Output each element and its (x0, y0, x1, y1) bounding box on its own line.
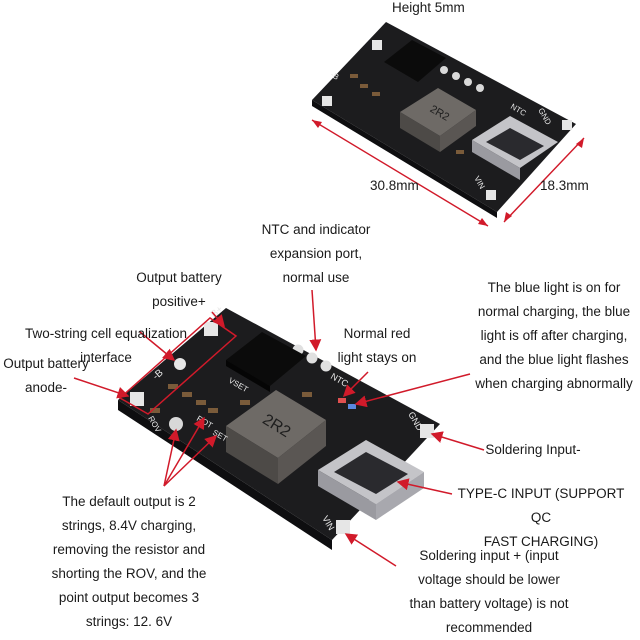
ic-chip (226, 332, 306, 386)
arrow-red-light (342, 371, 369, 398)
arrow-default-output-rov (163, 428, 180, 487)
pad-equalization (174, 358, 186, 370)
callout-soldering-input-minus: Soldering Input- (485, 442, 581, 457)
arrow-blue-light (354, 373, 471, 408)
dimension-lines (311, 119, 585, 227)
arrow-battery-anode (73, 377, 130, 399)
arrow-equalization (139, 331, 176, 361)
callout-red-light: Normal red light stays on (337, 326, 417, 365)
arrow-default-output-set (163, 434, 218, 487)
top-ic-chip (384, 40, 446, 82)
arrow-ntc-port (309, 289, 322, 352)
arrow-soldering-input-minus (430, 431, 485, 451)
arrow-default-output-rot (163, 416, 205, 487)
ntc-header-pad (320, 360, 332, 372)
length-dimension-line (311, 119, 489, 227)
callout-equalization: Two-string cell equalization interface (24, 326, 188, 365)
callout-blue-light: The blue light is on for normal charging… (475, 280, 633, 391)
pad-vin (336, 520, 350, 534)
callout-battery-positive: Output battery positive+ (136, 270, 222, 309)
callout-ntc-port: NTC and indicator expansion port, normal… (261, 222, 371, 285)
pad-b-minus (130, 392, 144, 406)
pad-gnd (420, 424, 434, 438)
callout-default-output: The default output is 2 strings, 8.4V ch… (51, 494, 207, 629)
width-dimension-label: 18.3mm (540, 178, 589, 193)
left-pads-outline (118, 317, 238, 415)
arrow-battery-positive (211, 311, 225, 328)
top-pad (322, 96, 332, 106)
top-pad (372, 40, 382, 50)
arrow-soldering-input-plus (344, 533, 397, 567)
length-dimension-label: 30.8mm (370, 178, 419, 193)
rov-pad (169, 417, 183, 431)
top-silk-b-minus: -B (329, 70, 340, 82)
width-dimension-line (503, 137, 585, 223)
height-dimension-label: Height 5mm (392, 0, 465, 15)
top-pcb: 2R2 NTC GND VIN -B (312, 22, 576, 218)
callout-soldering-input-plus: Soldering input + (input voltage should … (409, 548, 569, 635)
top-pad (486, 190, 496, 200)
blue-led (348, 404, 356, 409)
red-led (338, 398, 346, 403)
ntc-header-pad (306, 352, 318, 364)
top-inductor (400, 88, 476, 136)
callout-battery-anode: Output battery anode- (3, 356, 89, 395)
arrow-type-c (396, 478, 453, 495)
callout-type-c: TYPE-C INPUT (SUPPORT QC FAST CHARGING) (457, 486, 625, 549)
top-pad (562, 120, 572, 130)
inductor (226, 390, 326, 458)
